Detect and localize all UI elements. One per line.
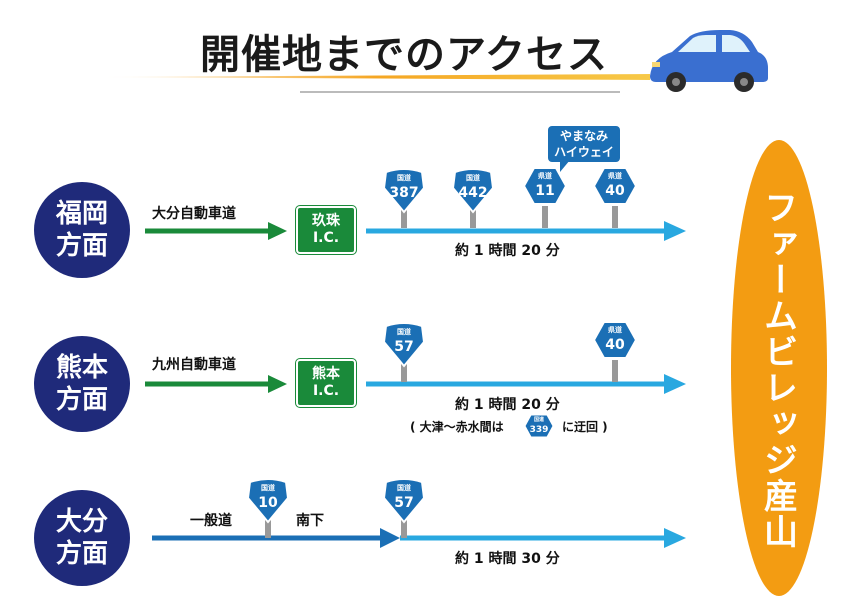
sign-number: 57 [394, 339, 413, 355]
road-label-oita: 一般道 [190, 513, 232, 529]
ic-name: 熊本 [312, 366, 340, 382]
sign-number: 339 [530, 425, 549, 435]
arrow-expressway-kumamoto [145, 375, 287, 393]
sign-type: 国道 [397, 173, 411, 182]
ic-name: 玖珠 [312, 213, 340, 229]
sign-number: 10 [258, 495, 278, 511]
sign-type: 国道 [466, 173, 480, 182]
detour-note-prefix: ( 大津〜赤水間は [410, 420, 504, 434]
sign-type: 国道 [534, 416, 544, 423]
destination-ellipse [731, 140, 827, 596]
route-sign-40-kumamoto: 県道 40 [592, 321, 638, 382]
origin-label-2: 方面 [55, 385, 108, 415]
sign-number: 11 [535, 183, 554, 199]
route-sign-442: 国道 442 [451, 168, 495, 228]
sign-number: 442 [458, 185, 487, 201]
origin-fukuoka: 福岡 方面 [34, 182, 130, 278]
highway-tag-pointer [560, 160, 570, 172]
sign-type: 県道 [608, 325, 622, 334]
arrow-expressway-fukuoka [145, 222, 287, 240]
origin-label-1: 熊本 [55, 353, 108, 383]
sign-type: 国道 [397, 327, 411, 336]
route-sign-339: 国道 339 [524, 414, 554, 438]
arrow-local-kumamoto [366, 374, 686, 394]
ic-box-kusu: 玖珠 I.C. [296, 206, 356, 254]
car-icon [650, 30, 768, 92]
origin-label-1: 福岡 [55, 199, 108, 229]
origin-label-2: 方面 [55, 539, 108, 569]
sign-number: 57 [394, 495, 413, 511]
destination-label: ファームビレッジ産山 [757, 190, 798, 550]
travel-time-oita: 約 1 時間 30 分 [455, 551, 560, 567]
direction-label-oita: 南下 [296, 513, 324, 529]
sign-number: 40 [605, 337, 625, 353]
detour-note-suffix: に迂回 ) [562, 420, 608, 434]
travel-time-kumamoto: 約 1 時間 20 分 [455, 397, 560, 413]
arrow-local-oita-south [152, 528, 400, 548]
page-title: 開催地までのアクセス [200, 32, 608, 78]
route-sign-57-kumamoto: 国道 57 [382, 322, 426, 382]
sign-number: 387 [389, 185, 418, 201]
route-sign-387: 国道 387 [382, 168, 426, 228]
travel-time-fukuoka: 約 1 時間 20 分 [455, 243, 560, 259]
arrow-local-oita [400, 528, 686, 548]
ic-suffix: I.C. [312, 230, 340, 246]
origin-kumamoto: 熊本 方面 [34, 336, 130, 432]
road-label-fukuoka: 大分自動車道 [152, 206, 236, 222]
sign-type: 国道 [397, 483, 411, 492]
sign-number: 40 [605, 183, 625, 199]
sign-type: 県道 [608, 171, 622, 180]
origin-oita: 大分 方面 [34, 490, 130, 586]
ic-suffix: I.C. [312, 383, 340, 399]
sign-type: 国道 [261, 483, 275, 492]
road-label-kumamoto: 九州自動車道 [152, 357, 236, 373]
origin-label-1: 大分 [55, 507, 108, 537]
speed-line-orange [100, 74, 650, 80]
route-sign-10: 国道 10 [246, 478, 290, 538]
highway-name-tag: やまなみ ハイウェイ [548, 126, 620, 162]
highway-tag-line2: ハイウェイ [554, 145, 614, 159]
origin-label-2: 方面 [55, 231, 108, 261]
route-sign-40-fukuoka: 県道 40 [592, 167, 638, 228]
ic-box-kumamoto: 熊本 I.C. [296, 359, 356, 407]
route-sign-57-oita: 国道 57 [382, 478, 426, 538]
route-sign-11: 県道 11 [522, 167, 568, 228]
arrow-local-fukuoka [366, 221, 686, 241]
highway-tag-line1: やまなみ [559, 129, 608, 143]
sign-type: 県道 [538, 171, 552, 180]
